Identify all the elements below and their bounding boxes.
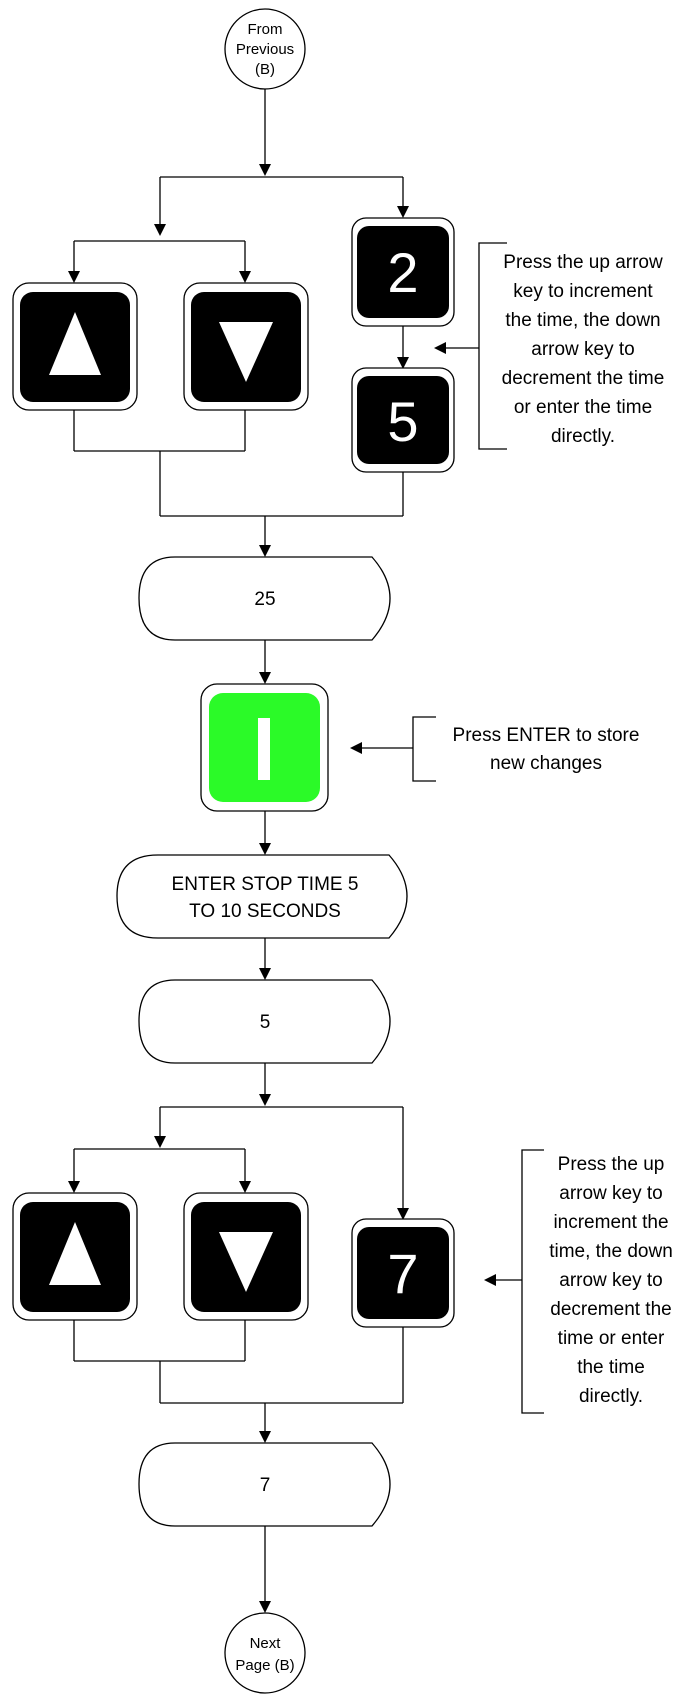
connector-merge-top <box>73 410 404 557</box>
connector-enter-prompt <box>259 811 271 855</box>
note-enter-line1: Press ENTER to store <box>453 725 640 746</box>
display-5: 5 <box>138 979 391 1064</box>
note-bottom-line6: decrement the <box>550 1299 671 1320</box>
start-terminal-line3: (B) <box>255 61 275 78</box>
connector-merge-bottom <box>73 1320 404 1443</box>
start-terminal-line2: Previous <box>236 41 294 58</box>
note-bottom: Press the up arrow key to increment the … <box>484 1149 673 1414</box>
connector-prompt-display <box>259 938 271 980</box>
note-top-line3: the time, the down <box>505 310 660 331</box>
display-25-text: 25 <box>254 589 275 610</box>
note-bottom-line5: arrow key to <box>559 1270 662 1291</box>
start-terminal: From Previous (B) <box>224 8 306 90</box>
display-5-text: 5 <box>260 1012 271 1033</box>
down-arrow-key-bottom[interactable] <box>183 1192 309 1321</box>
up-arrow-key-bottom[interactable] <box>12 1192 138 1321</box>
digit-5-label: 5 <box>387 390 418 453</box>
down-arrow-icon <box>219 1232 273 1292</box>
note-bottom-line7: time or enter <box>558 1328 665 1349</box>
note-top-line6: or enter the time <box>514 397 652 418</box>
note-top-line1: Press the up arrow <box>503 252 663 273</box>
start-terminal-line1: From <box>248 21 283 38</box>
connector-2-5 <box>397 326 409 369</box>
digit-5-key[interactable]: 5 <box>351 367 455 473</box>
note-top-line7: directly. <box>551 426 615 447</box>
connector-end <box>259 1526 271 1613</box>
connector-display-enter <box>259 640 271 684</box>
note-bottom-line9: directly. <box>579 1386 643 1407</box>
display-prompt-line2: TO 10 SECONDS <box>189 901 341 922</box>
note-enter-line2: new changes <box>490 753 602 774</box>
digit-7-label: 7 <box>387 1242 418 1305</box>
note-bottom-line8: the time <box>577 1357 645 1378</box>
up-arrow-icon <box>49 1222 101 1285</box>
end-terminal-line2: Page (B) <box>235 1657 294 1674</box>
connector-branch-bottom <box>68 1063 409 1220</box>
display-prompt-line1: ENTER STOP TIME 5 <box>172 874 359 895</box>
digit-2-key[interactable]: 2 <box>351 217 455 327</box>
digit-7-key[interactable]: 7 <box>351 1218 455 1328</box>
display-7: 7 <box>138 1442 391 1527</box>
display-25: 25 <box>138 556 391 641</box>
up-arrow-icon <box>49 312 101 375</box>
digit-2-label: 2 <box>387 241 418 304</box>
note-top-line2: key to increment <box>513 281 653 302</box>
note-bottom-line3: increment the <box>553 1212 668 1233</box>
note-top-line4: arrow key to <box>531 339 634 360</box>
down-arrow-icon <box>219 322 273 382</box>
enter-bar-icon <box>258 718 270 780</box>
note-bottom-line1: Press the up <box>558 1154 665 1175</box>
end-terminal-line1: Next <box>250 1635 282 1652</box>
display-7-text: 7 <box>260 1475 271 1496</box>
note-top-line5: decrement the time <box>502 368 665 389</box>
up-arrow-key-top[interactable] <box>12 282 138 411</box>
note-enter: Press ENTER to store new changes <box>350 716 640 782</box>
note-bottom-line2: arrow key to <box>559 1183 662 1204</box>
display-prompt: ENTER STOP TIME 5 TO 10 SECONDS <box>116 854 408 939</box>
down-arrow-key-top[interactable] <box>183 282 309 411</box>
end-terminal: Next Page (B) <box>224 1612 306 1694</box>
note-top: Press the up arrow key to increment the … <box>434 242 665 450</box>
enter-key[interactable] <box>200 683 329 812</box>
connector-start-branch <box>68 89 409 283</box>
note-bottom-line4: time, the down <box>549 1241 673 1262</box>
